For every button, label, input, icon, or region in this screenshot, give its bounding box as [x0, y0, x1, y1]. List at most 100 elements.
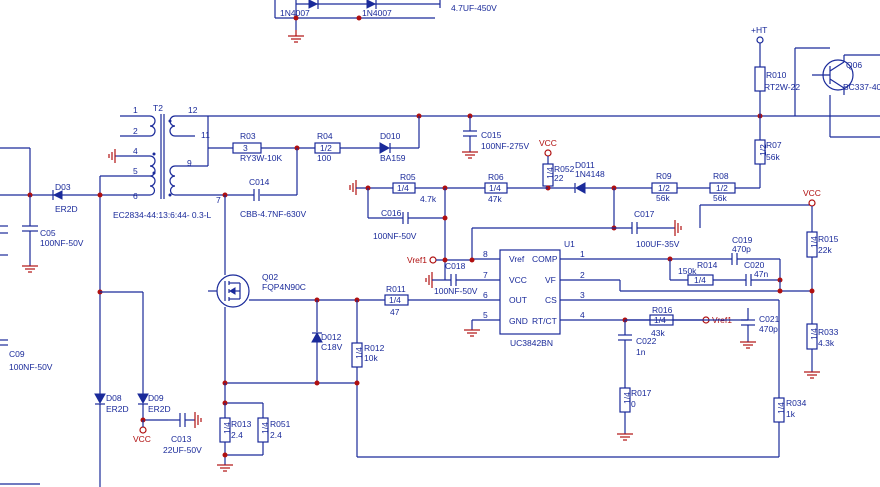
u1-vf: VF: [545, 275, 556, 285]
r012-box: 1/4: [354, 347, 364, 359]
c-top-label: 4.7UF-450V: [451, 3, 497, 13]
c013-label: C013: [171, 434, 192, 444]
r034-value: 1k: [786, 409, 796, 419]
vcc1-label: VCC: [539, 138, 557, 148]
pin2-label: 2: [580, 270, 585, 280]
pin5-label: 5: [483, 310, 488, 320]
vref1-label: Vref1: [407, 255, 427, 265]
ht-label: +HT: [751, 25, 767, 35]
r052-box: 1/4: [545, 167, 555, 179]
u1-vref: Vref: [509, 254, 525, 264]
r034-box: 1/4: [776, 402, 786, 414]
c09-value: 100NF-50V: [9, 362, 53, 372]
r09-label: R09: [656, 171, 672, 181]
r014-box: 1/4: [694, 275, 706, 285]
r033-box: 1/4: [809, 328, 819, 340]
t2-pin2: 2: [133, 126, 138, 136]
pin1-label: 1: [580, 249, 585, 259]
r011-box: 1/4: [389, 295, 401, 305]
t2-label: T2: [153, 103, 163, 113]
ht-branch: +HT R010 RT2W-22 1/2 R07 56k: [751, 25, 800, 188]
c09-label: C09: [9, 349, 25, 359]
c05-value: 100NF-50V: [40, 238, 84, 248]
r015-box: 1/4: [809, 236, 819, 248]
r051-value: 2.4: [270, 430, 282, 440]
d03-label: D03: [55, 182, 71, 192]
c021-value: 470p: [759, 324, 778, 334]
c020-value: 47n: [754, 269, 768, 279]
q02-value: FQP4N90C: [262, 282, 306, 292]
aux-supply-diodes: D08 ER2D D09 ER2D VCC C013 22UF-50V: [94, 393, 202, 487]
t2-pin7: 7: [216, 195, 221, 205]
c022-label: C022: [636, 336, 657, 346]
r05-r06-c016: 1/4 R05 4.7k 1/4 R06 47k C016 100NF-50V: [349, 172, 548, 260]
r014-label: R014: [697, 260, 718, 270]
r08-value: 56k: [713, 193, 727, 203]
d010-value: BA159: [380, 153, 406, 163]
d03-diode: D03 ER2D: [52, 182, 78, 214]
t2-pin9: 9: [187, 158, 192, 168]
d010-label: D010: [380, 131, 401, 141]
transformer-t2: T2 1 2 4 5 6 12 11 9 7 EC2834-44:13:6:44…: [97, 103, 880, 400]
r052-label: R052: [554, 164, 575, 174]
c016-label: C016: [381, 208, 402, 218]
d012-r012: D012 C18V 1/4 R012 10k: [222, 300, 385, 457]
t2-pin4: 4: [133, 146, 138, 156]
c017-capacitor: C017 100UF-35V: [472, 188, 682, 249]
q02-label: Q02: [262, 272, 278, 282]
r03-label: R03: [240, 131, 256, 141]
c022-value: 1n: [636, 347, 646, 357]
d-1n4007-b-label: 1N4007: [362, 8, 392, 18]
d03-value: ER2D: [55, 204, 78, 214]
r017-value: 0: [631, 399, 636, 409]
u1-value: UC3842BN: [510, 338, 553, 348]
c014-capacitor: C014 CBB-4.7NF-630V: [222, 177, 306, 219]
c016-value: 100NF-50V: [373, 231, 417, 241]
vcc-feedback-branch: VCC 1/4 R052 22 D011 1N4148 1/2 R09 56k …: [539, 138, 760, 203]
q06-label: Q06: [846, 60, 862, 70]
r016-c021-timing: 1/4 R016 43k Vref1 C022 1n 1/4 R017 0 C0…: [617, 305, 780, 441]
c018-value: 100NF-50V: [434, 286, 478, 296]
c013-value: 22UF-50V: [163, 445, 202, 455]
r05-value: 4.7k: [420, 194, 437, 204]
r04-value: 100: [317, 153, 331, 163]
pin3-label: 3: [580, 290, 585, 300]
q06-transistor: Q06 BC337-40: [794, 47, 880, 138]
r06-box: 1/4: [489, 183, 501, 193]
c015-value: 100NF-275V: [481, 141, 530, 151]
r08-box: 1/2: [716, 183, 728, 193]
r010-label: R010: [766, 70, 787, 80]
c05-label: C05: [40, 228, 56, 238]
d012-value: C18V: [321, 342, 343, 352]
r015-value: 22k: [818, 245, 832, 255]
r04-box: 1/2: [320, 143, 332, 153]
d09-value: ER2D: [148, 404, 171, 414]
u1-rtct: RT/CT: [532, 316, 557, 326]
r03-box: 3: [243, 143, 248, 153]
r015-r033-divider: VCC 1/4 R015 22k 1/4 R033 4.3k: [803, 188, 839, 379]
r033-value: 4.3k: [818, 338, 835, 348]
uc3842-ic: U1 Vref COMP VCC VF OUT CS GND RT/CT UC3…: [408, 228, 779, 348]
r013-value: 2.4: [231, 430, 243, 440]
r051-box: 1/4: [260, 422, 270, 434]
c020-label: C020: [744, 260, 765, 270]
d011-value: 1N4148: [575, 169, 605, 179]
r034-label: R034: [786, 398, 807, 408]
pin4-label: 4: [580, 310, 585, 320]
t2-value: EC2834-44:13:6:44- 0.3-L: [113, 210, 212, 220]
u1-vcc: VCC: [509, 275, 527, 285]
r07-box: 1/2: [758, 144, 768, 156]
c019-label: C019: [732, 235, 753, 245]
t2-pin12: 12: [188, 105, 198, 115]
r052-value: 22: [554, 173, 564, 183]
c014-label: C014: [249, 177, 270, 187]
r051-label: R051: [270, 419, 291, 429]
q06-value: BC337-40: [843, 82, 880, 92]
r011-value: 47: [390, 307, 400, 317]
left-edge-wiring: C05 100NF-50V C09 100NF-50V: [0, 147, 100, 485]
pin7-label: 7: [483, 270, 488, 280]
d08-value: ER2D: [106, 404, 129, 414]
r08-label: R08: [713, 171, 729, 181]
r012-value: 10k: [364, 353, 378, 363]
